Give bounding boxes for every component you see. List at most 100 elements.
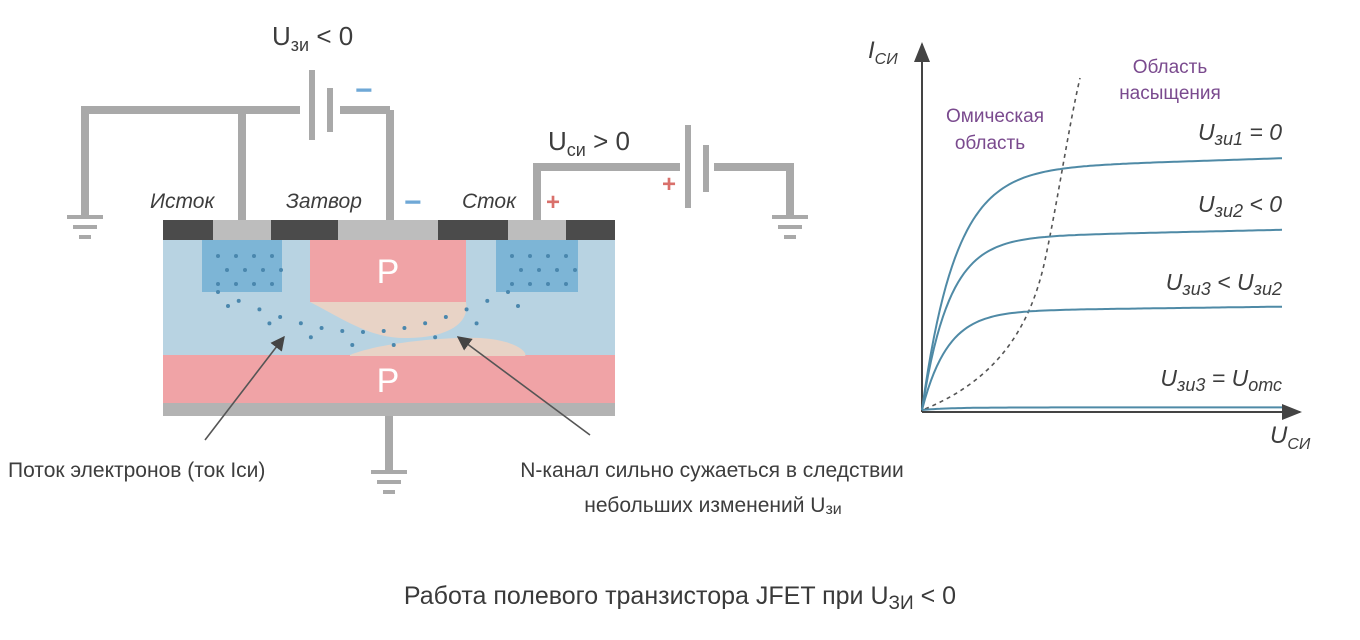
- electron-dot: [252, 254, 256, 258]
- iv-curves: [921, 157, 1283, 411]
- depletion-zone-top: [310, 302, 467, 338]
- electron-dot: [234, 282, 238, 286]
- saturation-boundary: [924, 77, 1081, 410]
- ohmic-region-label-line2: область: [955, 133, 1025, 154]
- electron-dot: [546, 254, 550, 258]
- bottom-p-region: [163, 355, 615, 403]
- electron-dot: [267, 321, 272, 326]
- electron-dot: [564, 254, 568, 258]
- bottom-contact: [163, 403, 615, 416]
- electron-dot: [216, 290, 220, 294]
- series-label-4: Uзи3 = Uотс: [1160, 365, 1282, 395]
- ohmic-region-label-line1: Омическая: [946, 106, 1044, 127]
- gate-p-region: [310, 240, 466, 302]
- vds-label: Uси > 0: [548, 126, 630, 160]
- electron-dot: [243, 268, 247, 272]
- electron-dot: [474, 321, 479, 326]
- source-n-plus-well: [202, 240, 282, 292]
- electron-dot: [234, 254, 238, 258]
- channel-note-line2: небольших изменений Uзи: [584, 494, 841, 518]
- electron-dot: [381, 328, 386, 333]
- electron-dot: [433, 335, 438, 340]
- electron-dot: [528, 282, 532, 286]
- electron-dot: [485, 298, 490, 303]
- electron-dot: [528, 254, 532, 258]
- vgs-label: Uзи < 0: [272, 21, 353, 55]
- gate-contact: [338, 220, 438, 240]
- channel-note-line1: N-канал сильно сужаеться в следствии: [520, 459, 904, 482]
- electron-dot: [464, 307, 469, 312]
- electron-dot: [361, 330, 365, 334]
- electron-dot: [443, 314, 448, 319]
- electron-dot: [216, 282, 220, 286]
- electron-dot: [225, 268, 229, 272]
- electron-dot: [391, 342, 396, 347]
- iv-curve-series-1: [921, 157, 1282, 411]
- electron-dot: [270, 254, 274, 258]
- drain-plus-sign: +: [546, 189, 560, 216]
- electron-dot: [261, 268, 265, 272]
- electron-dot: [423, 321, 428, 326]
- bottom-p-label: P: [377, 362, 400, 400]
- source-wire: [81, 106, 390, 215]
- gate-minus-sign: −: [404, 186, 422, 219]
- iv-chart: IСИ UСИ Омическая область Область насыще…: [868, 37, 1311, 453]
- circuit-wires: [81, 106, 794, 470]
- caption-main: Работа полевого транзистора JFET при U: [403, 582, 889, 610]
- drain-battery: +: [662, 125, 714, 208]
- drain-label: Сток: [462, 190, 517, 213]
- caption-tail: < 0: [913, 582, 957, 610]
- electron-dot: [506, 290, 510, 294]
- electron-dot: [270, 282, 274, 286]
- ground-bottom: [371, 470, 407, 494]
- drain-contact: [508, 220, 566, 240]
- gate-p-label: P: [377, 253, 400, 291]
- gate-label: Затвор: [286, 190, 362, 213]
- electron-dot: [516, 304, 520, 308]
- electron-dot: [308, 335, 313, 340]
- ground-left: [67, 215, 103, 239]
- series-label-1: Uзи1 = 0: [1198, 119, 1282, 149]
- electron-dot: [510, 282, 514, 286]
- channel-note-arrow: [456, 336, 591, 436]
- x-axis-label: UСИ: [1270, 422, 1311, 453]
- electron-dot: [350, 342, 355, 347]
- electron-flow-label: Поток электронов (ток Iси): [8, 459, 265, 482]
- drain-wire: [533, 163, 794, 220]
- electron-dot: [298, 321, 303, 326]
- source-contact: [213, 220, 271, 240]
- drain-battery-plus: +: [662, 171, 676, 198]
- iv-curve-series-2: [921, 228, 1283, 411]
- caption-sub: ЗИ: [888, 593, 914, 614]
- electron-dot: [236, 298, 241, 303]
- iv-curve-series-3: [921, 305, 1282, 411]
- y-axis-label: IСИ: [868, 37, 898, 68]
- electron-dot: [226, 304, 230, 308]
- electron-dot: [257, 307, 262, 312]
- saturation-region-label-line1: Область: [1133, 57, 1208, 78]
- electron-dot: [564, 282, 568, 286]
- electron-dots: [216, 254, 577, 347]
- electron-flow-arrow: [204, 335, 285, 441]
- gate-battery: −: [300, 70, 373, 140]
- source-label: Исток: [150, 190, 215, 213]
- electron-dot: [402, 326, 407, 331]
- electron-dot: [319, 326, 324, 331]
- depletion-zone-bottom: [350, 337, 526, 356]
- ground-right: [772, 215, 808, 239]
- series-label-2: Uзи2 < 0: [1198, 191, 1282, 221]
- electron-dot: [537, 268, 541, 272]
- saturation-region-label-line2: насыщения: [1119, 83, 1221, 104]
- electron-dot: [555, 268, 559, 272]
- electron-dot: [546, 282, 550, 286]
- transistor-body: P P: [163, 220, 615, 416]
- electron-dot: [340, 328, 345, 333]
- electron-dot: [519, 268, 523, 272]
- electron-dot: [279, 268, 283, 272]
- electron-dot: [510, 254, 514, 258]
- electron-dot: [573, 268, 577, 272]
- series-label-3: Uзи3 < Uзи2: [1166, 269, 1282, 299]
- electron-dot: [278, 314, 283, 319]
